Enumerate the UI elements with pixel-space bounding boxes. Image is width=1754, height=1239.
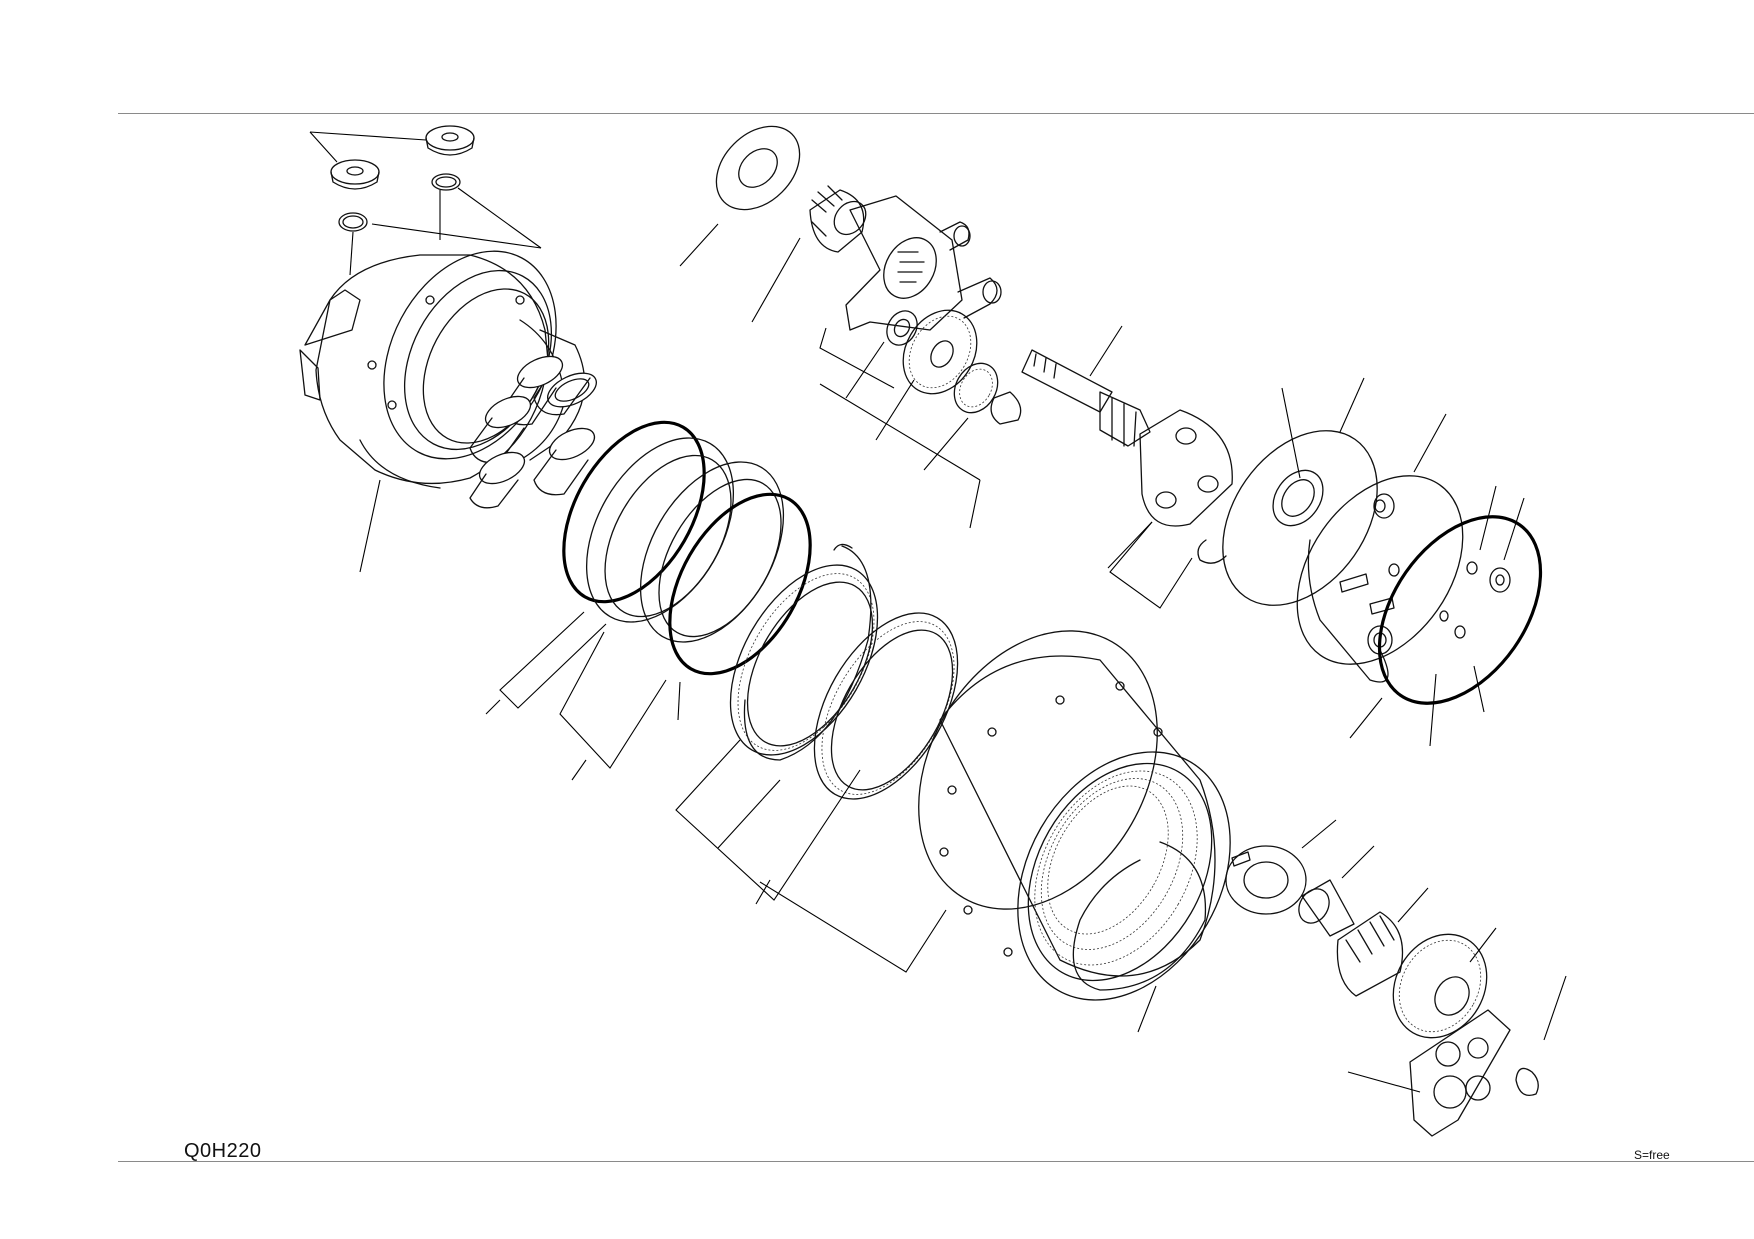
leader-lines-carrier — [679, 223, 981, 529]
sun-gear-upper — [809, 185, 867, 253]
oil-seal — [1225, 845, 1307, 915]
bottom-rule — [118, 1161, 1754, 1162]
bearing-1 — [729, 564, 879, 756]
leader-lines-plate — [1107, 521, 1193, 609]
motor-housing — [299, 250, 586, 489]
o-ring-large-1 — [562, 420, 706, 604]
drawing-note: S=free — [1634, 1148, 1670, 1162]
end-plate — [1409, 1009, 1511, 1137]
o-ring-large-2 — [668, 492, 812, 676]
drive-shaft — [1021, 349, 1151, 447]
end-cover — [1296, 475, 1464, 683]
bearing-2 — [813, 612, 959, 800]
thrust-plate — [1139, 409, 1233, 527]
ring-gear-housing — [918, 630, 1231, 1001]
drain-plug-upper — [425, 125, 475, 156]
thrust-washer — [715, 125, 801, 211]
spacer-collar — [1298, 879, 1355, 937]
planetary-gear-lower — [1392, 933, 1488, 1039]
carrier-pins — [469, 355, 597, 509]
pinion-gear — [1336, 911, 1404, 997]
o-ring-cover — [1377, 515, 1543, 705]
drain-plug-lower — [330, 159, 380, 190]
snap-ring-end — [1515, 1067, 1539, 1097]
cover-bolts — [1439, 561, 1511, 639]
leader-lines-lower-right — [1301, 819, 1567, 1093]
retaining-ring — [1072, 841, 1207, 991]
o-ring-upper — [431, 173, 461, 191]
planet-gears — [886, 309, 1022, 425]
leader-lines-housing — [759, 881, 1157, 1033]
leader-shaft — [1089, 325, 1123, 377]
leader-lines-cover — [1281, 377, 1525, 747]
shim-plate — [1222, 430, 1378, 606]
drawing-code: Q0H220 — [184, 1140, 262, 1162]
lock-ring-small — [1197, 539, 1227, 564]
leader-lines-seals — [485, 611, 861, 905]
leader-housing — [359, 479, 381, 573]
leader-lines-plugs — [309, 131, 542, 276]
top-rule — [118, 113, 1754, 114]
o-ring-lower — [338, 212, 368, 232]
planet-carrier — [845, 195, 1002, 331]
